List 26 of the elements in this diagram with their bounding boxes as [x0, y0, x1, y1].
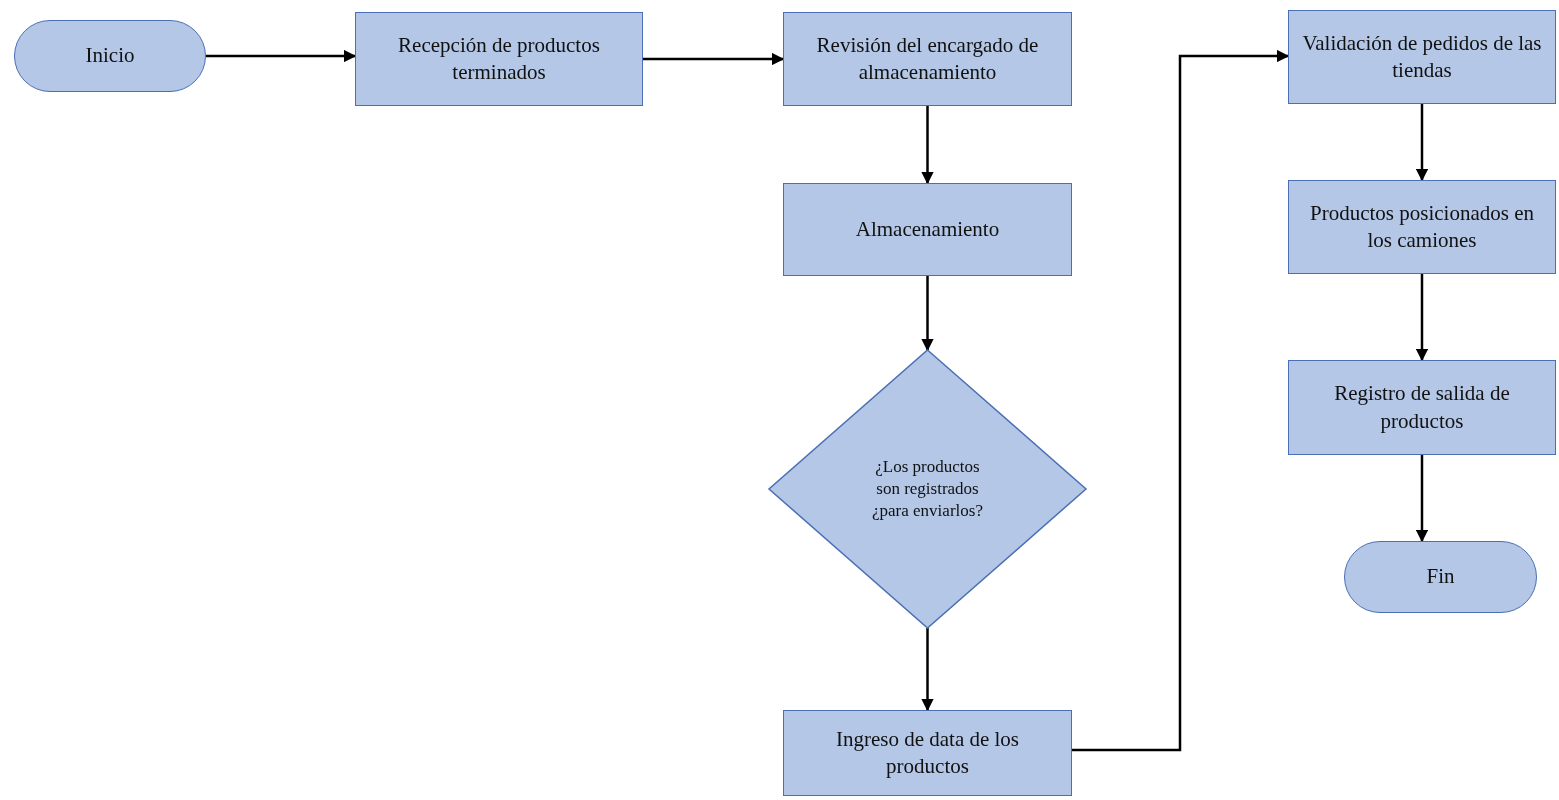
node-label: Fin [1425, 563, 1456, 591]
arrow [206, 49, 357, 63]
arrow [1415, 274, 1429, 362]
arrow [1415, 104, 1429, 182]
node-label: Inicio [84, 42, 136, 70]
arrow [1415, 455, 1429, 543]
process-box [355, 12, 643, 106]
process-box [1288, 180, 1556, 274]
arrow [921, 106, 934, 185]
arrow [921, 276, 934, 352]
process-box [1288, 360, 1556, 455]
arrow [921, 628, 934, 712]
node-label: Almacenamiento [854, 215, 1001, 243]
process-box [1288, 10, 1556, 104]
node-label: Productos posicionados en los camiones [1309, 199, 1535, 254]
process-box [783, 710, 1072, 796]
arrow [1072, 49, 1290, 752]
node-label: ¿Los productos son registrados ¿para enviarlos? [871, 455, 984, 523]
node-label: Recepción de productos terminados [397, 31, 601, 86]
process-box [783, 183, 1072, 276]
node-label: Validación de pedidos de las tiendas [1301, 29, 1543, 84]
node-label: Registro de salida de productos [1333, 380, 1511, 435]
process-box [783, 12, 1072, 106]
node-label: Revisión del encargado de almacenamiento [815, 31, 1040, 86]
arrow [643, 52, 785, 66]
node-label: Ingreso de data de los productos [834, 725, 1021, 780]
